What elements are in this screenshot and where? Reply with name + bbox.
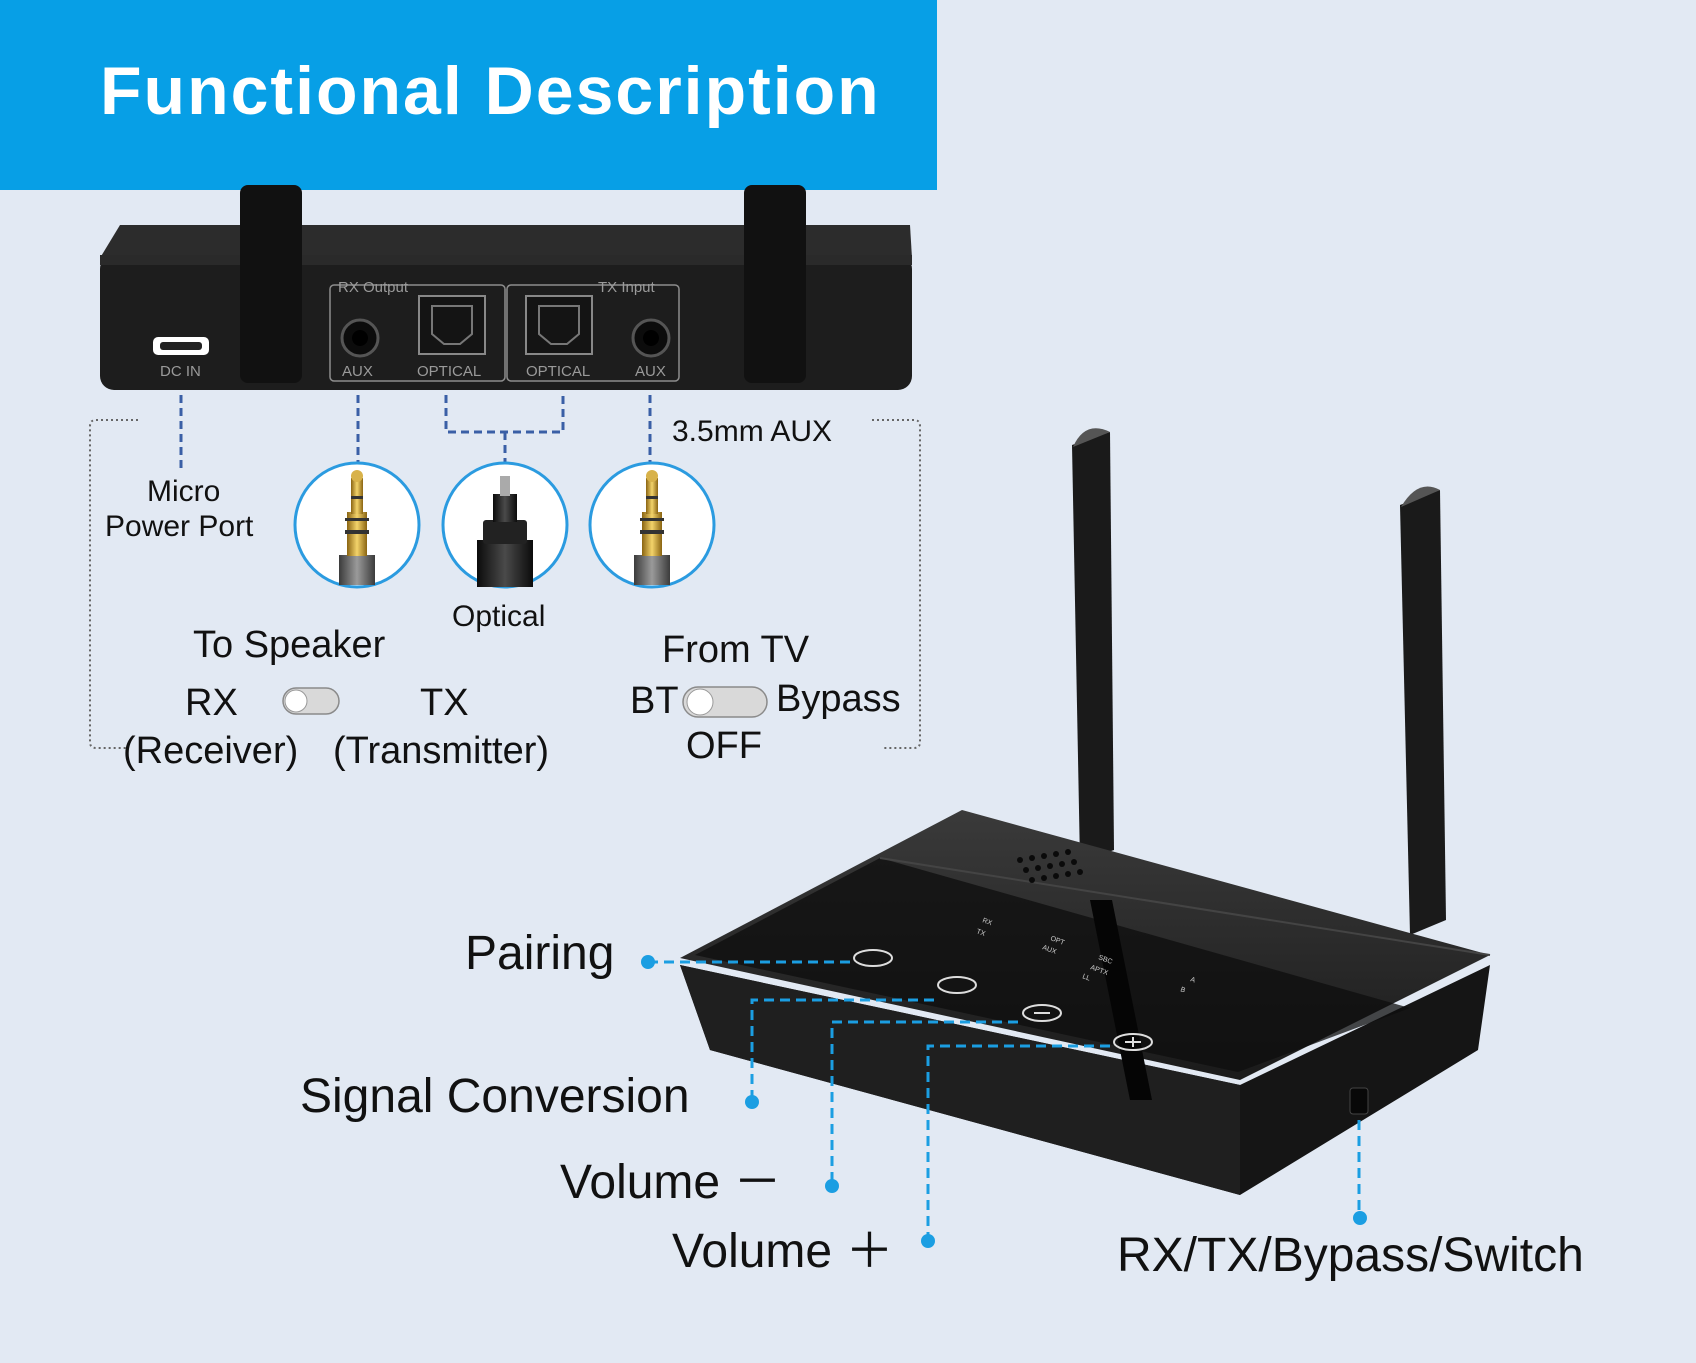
- mode-switch-right-sublabel: (Transmitter): [333, 730, 550, 772]
- bypass-switch-right-label: Bypass: [776, 678, 901, 720]
- back-callout-lines: [179, 395, 652, 472]
- port-label-optical-in: OPTICAL: [526, 363, 591, 380]
- device-callout-lines: [648, 960, 1361, 1242]
- mode-switch-left-sublabel: (Receiver): [123, 730, 299, 772]
- panel-mark-a: A: [1189, 976, 1196, 984]
- panel-mark-ll: LL: [1081, 973, 1091, 982]
- bypass-switch-toggle: [682, 686, 768, 718]
- mode-switch-right-label: TX: [420, 682, 469, 724]
- optical-in-port: [525, 295, 593, 355]
- rx-output-group: [329, 284, 506, 382]
- volume-plus-label: Volume ＋: [672, 1225, 894, 1278]
- mode-switch-left-label: RX: [185, 682, 238, 724]
- aux-plug-circle-right: [588, 461, 716, 589]
- page-title: Functional Description: [100, 53, 881, 129]
- optical-label: Optical: [452, 600, 546, 633]
- group-label-rx-output: RX Output: [338, 279, 409, 296]
- tx-input-group: [506, 284, 680, 382]
- panel-mark-sbc: SBC: [1097, 954, 1113, 966]
- port-label-dc-in: DC IN: [160, 363, 201, 380]
- mode-switch-toggle: [282, 687, 340, 715]
- pairing-label: Pairing: [465, 927, 615, 980]
- signal-conversion-touch-button: [937, 976, 977, 994]
- panel-mark-opt: OPT: [1049, 935, 1066, 947]
- rear-left-antenna: [1072, 432, 1114, 862]
- back-panel: [100, 185, 912, 390]
- pairing-touch-button: [853, 949, 893, 967]
- panel-mark-rx: RX: [981, 917, 993, 927]
- panel-mark-b: B: [1179, 986, 1186, 994]
- rear-right-antenna: [1400, 490, 1446, 935]
- bypass-switch-left-label: BT: [630, 680, 679, 722]
- header-banner: Functional Description: [0, 0, 937, 190]
- right-antenna-base: [744, 185, 806, 383]
- volume-plus-touch-button: [1113, 1033, 1153, 1051]
- bypass-switch-bottom-label: OFF: [686, 725, 762, 767]
- port-label-optical-out: OPTICAL: [417, 363, 482, 380]
- optical-out-port: [418, 295, 486, 355]
- port-label-aux-out: AUX: [342, 363, 373, 380]
- left-antenna-base: [240, 185, 302, 383]
- aux-size-label: 3.5mm AUX: [672, 415, 833, 448]
- side-slide-switch: [1349, 1087, 1369, 1115]
- volume-minus-touch-button: [1022, 1004, 1062, 1022]
- left-bracket: [89, 419, 138, 749]
- group-label-tx-input: TX Input: [598, 279, 655, 296]
- callout-dots: [641, 955, 1367, 1248]
- port-label-aux-in: AUX: [635, 363, 666, 380]
- aux-plug-circle-left: [293, 461, 421, 589]
- signal-conversion-label: Signal Conversion: [300, 1070, 690, 1123]
- device-body: [680, 428, 1491, 1195]
- optical-plug-circle: [441, 461, 569, 589]
- panel-mark-tx: TX: [975, 928, 986, 938]
- switch-label: RX/TX/Bypass/Switch: [1117, 1229, 1584, 1282]
- micro-power-label-line1: Micro: [147, 475, 221, 508]
- micro-power-label-line2: Power Port: [105, 510, 254, 543]
- to-speaker-label: To Speaker: [193, 624, 386, 666]
- from-tv-label: From TV: [662, 629, 810, 671]
- panel-mark-aux: AUX: [1041, 944, 1057, 956]
- volume-minus-label: Volume －: [560, 1156, 782, 1209]
